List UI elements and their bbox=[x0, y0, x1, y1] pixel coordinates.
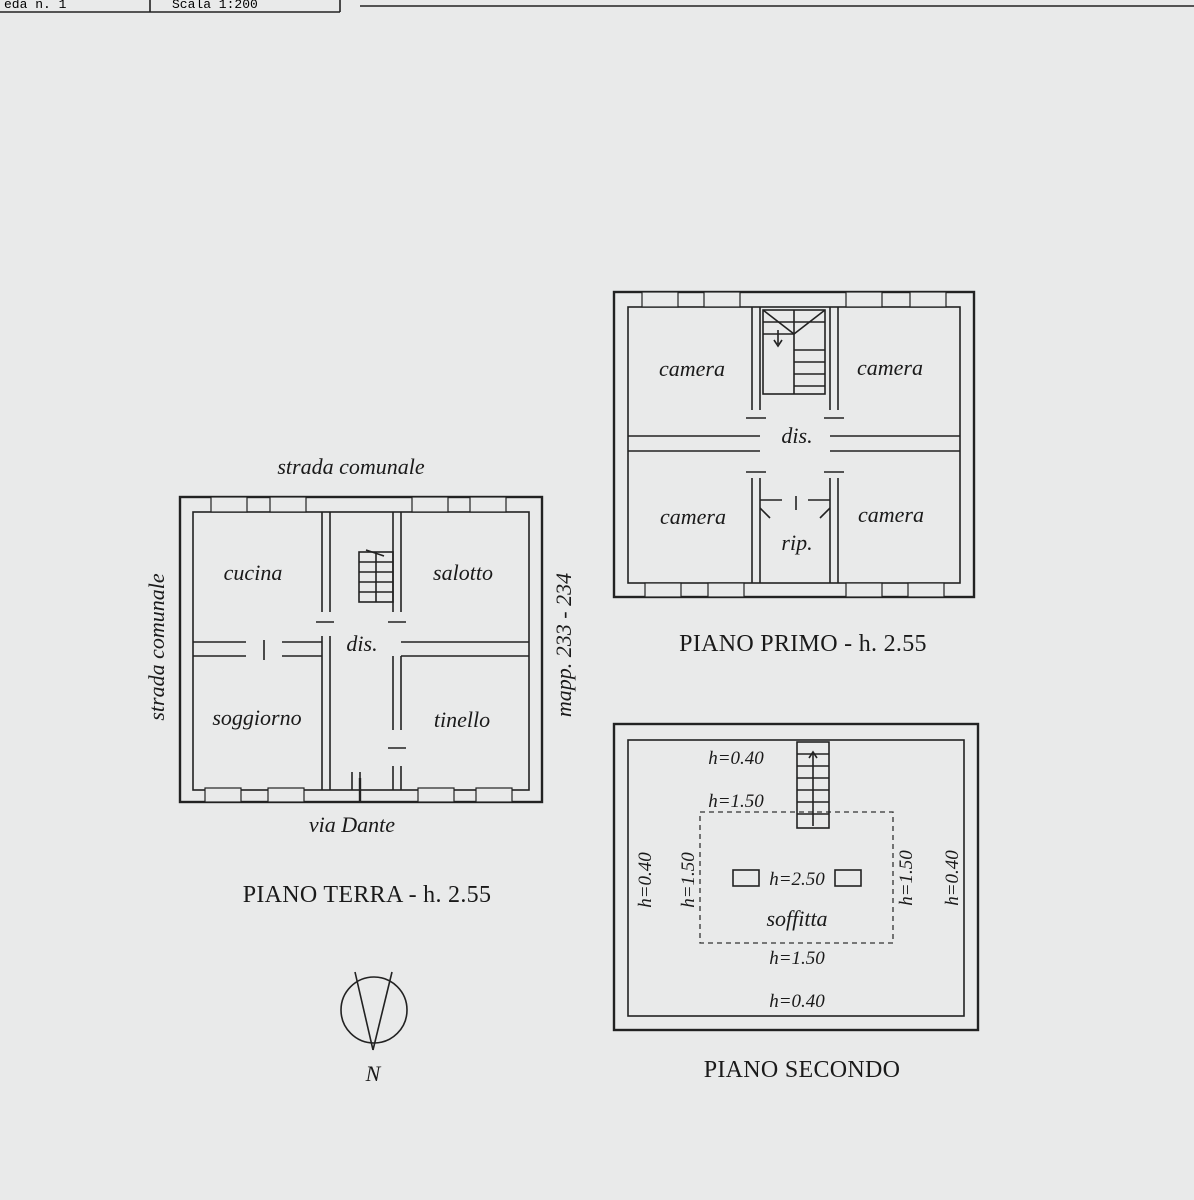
street-label-top: strada comunale bbox=[277, 454, 425, 479]
ground-floor-title: PIANO TERRA - h. 2.55 bbox=[243, 882, 492, 908]
north-label: N bbox=[365, 1061, 382, 1086]
second-floor-stair bbox=[796, 741, 830, 829]
ground-floor-stair bbox=[358, 549, 394, 603]
room-label-cucina: cucina bbox=[224, 560, 283, 585]
title-block-strip: eda n. 1 Scala 1:200 bbox=[0, 0, 1194, 13]
room-label-tinello: tinello bbox=[434, 707, 490, 732]
room-label-camera-top-left: camera bbox=[659, 356, 725, 381]
street-label-bottom: via Dante bbox=[309, 812, 395, 837]
first-floor-stair bbox=[762, 309, 826, 395]
height-label-center: h=2.50 bbox=[769, 869, 825, 890]
room-label-ripostiglio: rip. bbox=[781, 530, 812, 555]
sheet-number-fragment: eda n. 1 bbox=[4, 0, 67, 12]
street-label-left: strada comunale bbox=[144, 573, 169, 721]
room-label-camera-bottom-left: camera bbox=[660, 504, 726, 529]
room-label-camera-top-right: camera bbox=[857, 355, 923, 380]
skylight-left bbox=[732, 869, 760, 887]
height-label-left-outer: h=0.40 bbox=[635, 852, 656, 908]
north-arrow-icon: N bbox=[340, 971, 408, 1086]
height-label-top-inner: h=1.50 bbox=[708, 791, 764, 812]
scale-fragment: Scala 1:200 bbox=[172, 0, 258, 12]
first-floor-plan: camera camera dis. camera camera rip. PI… bbox=[612, 290, 976, 657]
second-floor-plan: h=0.40 h=1.50 h=2.50 soffitta h=1.50 h=0… bbox=[612, 722, 980, 1083]
height-label-bottom-outer: h=0.40 bbox=[769, 991, 825, 1012]
room-label-disimpegno-first: dis. bbox=[781, 423, 812, 448]
parcel-label: mapp. 233 - 234 bbox=[551, 573, 576, 717]
first-floor-title: PIANO PRIMO - h. 2.55 bbox=[679, 631, 927, 657]
height-label-right-outer: h=0.40 bbox=[942, 850, 963, 906]
ground-floor-plan: cucina salotto dis. soggiorno tinello st… bbox=[144, 454, 576, 908]
height-label-right-inner: h=1.50 bbox=[896, 850, 917, 906]
height-label-bottom-inner: h=1.50 bbox=[769, 948, 825, 969]
room-label-camera-bottom-right: camera bbox=[858, 502, 924, 527]
room-label-disimpegno: dis. bbox=[346, 631, 377, 656]
room-label-soffitta: soffitta bbox=[766, 906, 827, 931]
second-floor-title: PIANO SECONDO bbox=[704, 1057, 901, 1083]
room-label-soggiorno: soggiorno bbox=[212, 705, 301, 730]
height-label-top-outer: h=0.40 bbox=[708, 748, 764, 769]
height-label-left-inner: h=1.50 bbox=[678, 852, 699, 908]
room-label-salotto: salotto bbox=[433, 560, 493, 585]
skylight-right bbox=[834, 869, 862, 887]
